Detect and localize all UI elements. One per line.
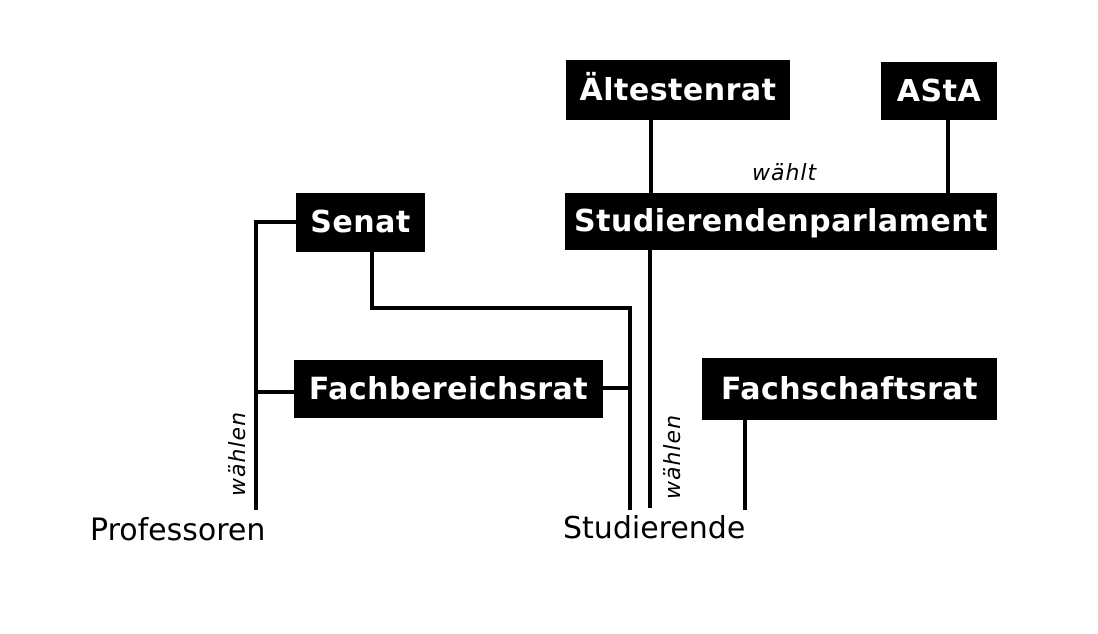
label-waehlen-professoren: wählen	[226, 410, 251, 496]
node-asta: AStA	[881, 62, 997, 120]
line-senat-studierende	[370, 250, 632, 510]
group-studierende: Studierende	[563, 511, 746, 546]
node-fachbereichsrat: Fachbereichsrat	[294, 360, 603, 418]
label-waehlt: wählt	[752, 161, 818, 186]
node-fachschaftsrat: Fachschaftsrat	[702, 358, 997, 420]
label-waehlen-studierende: wählen	[661, 413, 686, 499]
node-aeltestenrat: Ältestenrat	[566, 60, 790, 120]
node-studierendenparlament: Studierendenparlament	[565, 193, 997, 250]
group-professoren: Professoren	[90, 513, 266, 548]
node-senat: Senat	[296, 193, 425, 252]
line-senat-professoren	[254, 220, 298, 510]
